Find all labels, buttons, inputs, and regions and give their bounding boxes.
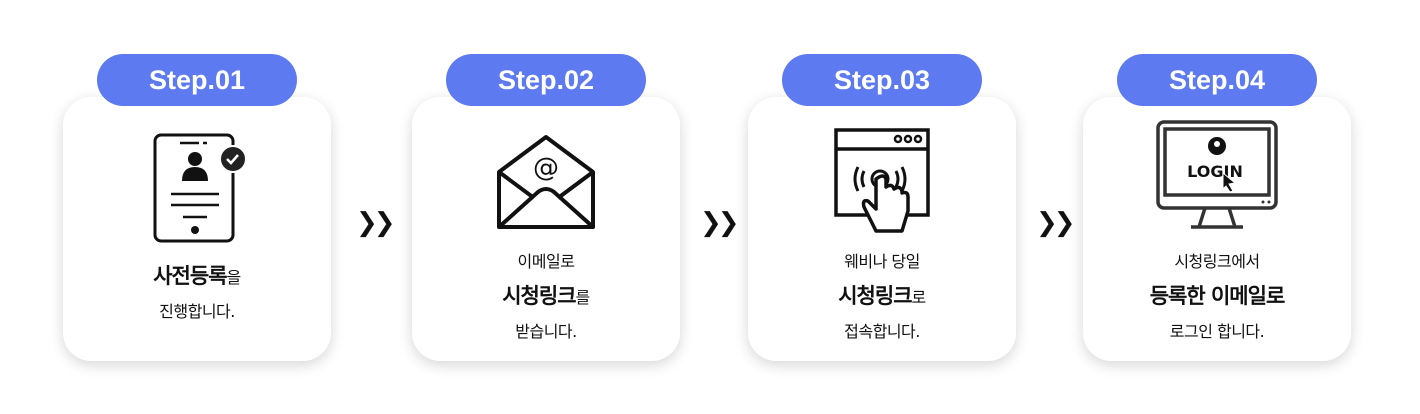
monitor-login-icon: LOGIN [1156,120,1278,229]
step-text: 웨비나 당일 [844,252,920,271]
step-text: 시청링크에서 [1174,252,1260,271]
step-card: 웨비나 당일 시청링크로 접속합니다. [748,97,1016,361]
step-text: 로그인 합니다. [1169,322,1265,341]
next-arrow-icon: ❯❯ [700,208,740,238]
step-title-bold: 시청링크 [838,284,912,308]
step-badge: Step.02 [446,54,646,106]
step-4: Step.04 LOGIN 시청링크에서 등록한 이메일로 로그인 합니다. [1083,54,1353,364]
step-card: 사전등록을 진행합니다. [63,97,331,361]
step-text: 진행합니다. [159,302,235,321]
step-card: @ 이메일로 시청링크를 받습니다. [412,97,680,361]
email-envelope-icon: @ [497,135,595,229]
step-title-suffix: 로 [911,288,927,307]
step-badge: Step.01 [97,54,297,106]
step-2: Step.02 @ 이메일로 시청링크를 받습니다. [412,54,682,364]
step-title-suffix: 을 [226,268,242,287]
step-title-suffix: 를 [575,288,591,307]
next-arrow-icon: ❯❯ [1036,208,1076,238]
step-3: Step.03 웨비나 당일 시청링크로 접속합니다. [748,54,1018,364]
step-1: Step.01 사전등록을 진행합니다. [63,54,333,364]
step-title-suffix: 로 [1265,284,1285,308]
step-title-bold: 등록한 이메일 [1149,284,1267,308]
step-title-bold: 사전등록 [153,264,227,288]
login-label: LOGIN [1187,162,1243,181]
web-tap-icon [834,128,930,233]
step-text: 접속합니다. [844,322,920,341]
svg-text:@: @ [533,153,559,183]
step-title-bold: 시청링크 [502,284,576,308]
step-badge: Step.04 [1117,54,1317,106]
next-arrow-icon: ❯❯ [356,208,396,238]
step-card: LOGIN 시청링크에서 등록한 이메일로 로그인 합니다. [1083,97,1351,361]
tablet-registration-icon [153,133,247,243]
step-badge: Step.03 [782,54,982,106]
step-text: 이메일로 [517,252,575,271]
step-text: 받습니다. [515,322,577,341]
